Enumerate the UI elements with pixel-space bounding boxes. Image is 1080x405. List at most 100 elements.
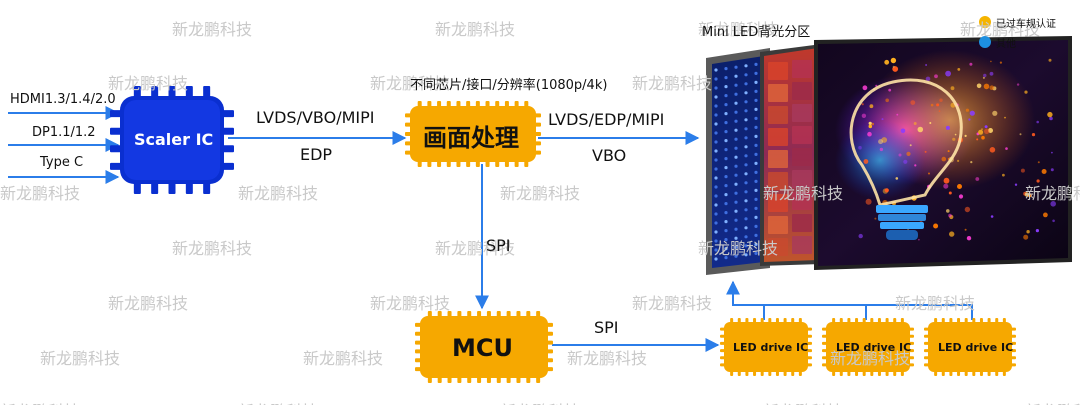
spark: [925, 64, 927, 66]
led-dot: [724, 193, 728, 197]
legend-dot-other: [979, 36, 991, 48]
led-dot: [744, 244, 748, 248]
watermark: 新龙鹏科技: [500, 398, 580, 405]
spark: [884, 59, 890, 65]
watermark: 新龙鹏科技: [370, 74, 451, 93]
spark: [881, 118, 884, 121]
led-dot: [754, 80, 758, 84]
led-dot: [744, 136, 748, 140]
scaler-ic-chip: [110, 86, 234, 194]
led-dot: [734, 173, 738, 177]
chip-pin: [110, 162, 122, 170]
spark: [1050, 168, 1054, 172]
spark: [992, 110, 998, 116]
watermark: 新龙鹏科技: [960, 20, 1041, 39]
led-dot: [744, 172, 748, 176]
spark: [1036, 179, 1040, 183]
dimming-zone: [792, 60, 812, 78]
spark: [914, 164, 917, 167]
driver-chip-3: [924, 318, 1016, 376]
spark: [884, 188, 889, 193]
driver-label-2: LED drive IC: [836, 341, 912, 354]
driver-chip-2: [822, 318, 914, 376]
spark: [1026, 230, 1030, 234]
led-dot: [714, 221, 718, 225]
led-dot: [734, 101, 738, 105]
dimming-zone: [792, 126, 812, 144]
spark: [969, 62, 973, 66]
led-dot: [744, 226, 748, 230]
display-title: Mini LED背光分区: [702, 25, 811, 40]
led-dot: [724, 67, 728, 71]
chip-pin: [110, 127, 122, 135]
spark: [867, 131, 872, 137]
led-dot: [724, 76, 728, 80]
driver-chip-body: [724, 322, 808, 372]
spark: [900, 128, 906, 134]
dimming-zone: [768, 172, 788, 190]
chip-pin: [133, 86, 141, 98]
led-dot: [714, 77, 718, 81]
led-dot: [734, 254, 738, 258]
watermark: 新龙鹏科技: [108, 294, 189, 313]
led-dot: [734, 83, 738, 87]
spark: [941, 156, 947, 162]
spark: [939, 98, 943, 102]
spi-vertical-label: SPI: [486, 236, 511, 255]
led-dot: [714, 158, 718, 162]
input-label-dp: DP1.1/1.2: [32, 125, 96, 140]
spark: [1002, 173, 1005, 177]
led-dot: [754, 62, 758, 66]
led-dot: [744, 208, 748, 212]
led-dot: [744, 109, 748, 113]
chip-pin: [185, 182, 193, 194]
spark: [976, 83, 982, 89]
spark: [924, 150, 927, 153]
chip-pin: [168, 182, 176, 194]
led-dot: [714, 95, 718, 99]
driver-label-3: LED drive IC: [938, 341, 1014, 354]
watermark: 新龙鹏科技: [435, 20, 516, 39]
led-dot: [714, 68, 718, 72]
watermark: 新龙鹏科技: [435, 239, 516, 258]
chip-pin: [151, 86, 159, 98]
dimming-zone: [768, 238, 788, 256]
dimming-zone: [768, 84, 788, 102]
led-dot: [714, 122, 718, 126]
spark: [861, 103, 864, 106]
chip-pin: [203, 182, 211, 194]
led-dot: [754, 206, 758, 210]
spark: [888, 88, 892, 92]
led-dot: [744, 145, 748, 149]
watermark: 新龙鹏科技: [632, 74, 713, 93]
led-dot: [744, 163, 748, 167]
led-dot: [714, 140, 718, 144]
led-dot: [734, 245, 738, 249]
spark: [1014, 183, 1018, 186]
spark: [890, 57, 897, 64]
led-dot: [754, 251, 758, 255]
led-dot: [744, 181, 748, 185]
led-dot: [724, 121, 728, 125]
spark: [1016, 83, 1020, 86]
spark: [945, 70, 951, 77]
led-dot: [734, 92, 738, 96]
bulb-illustration: [849, 78, 963, 207]
watermark: 新龙鹏科技: [40, 349, 121, 368]
led-dot: [714, 131, 718, 135]
input-label-typec: Type C: [40, 155, 84, 170]
spark: [1041, 169, 1047, 174]
watermark: 新龙鹏科技: [763, 184, 844, 203]
led-dot: [714, 194, 718, 198]
led-dot: [744, 64, 748, 68]
spark: [1020, 168, 1025, 173]
spark: [1024, 90, 1028, 94]
spark: [981, 128, 983, 131]
led-dot: [714, 212, 718, 216]
led-dot: [754, 233, 758, 237]
processor-label: 画面处理: [423, 124, 519, 152]
spark: [984, 125, 988, 129]
led-dot: [714, 257, 718, 261]
chip-pin: [110, 110, 122, 118]
led-dot: [734, 218, 738, 222]
